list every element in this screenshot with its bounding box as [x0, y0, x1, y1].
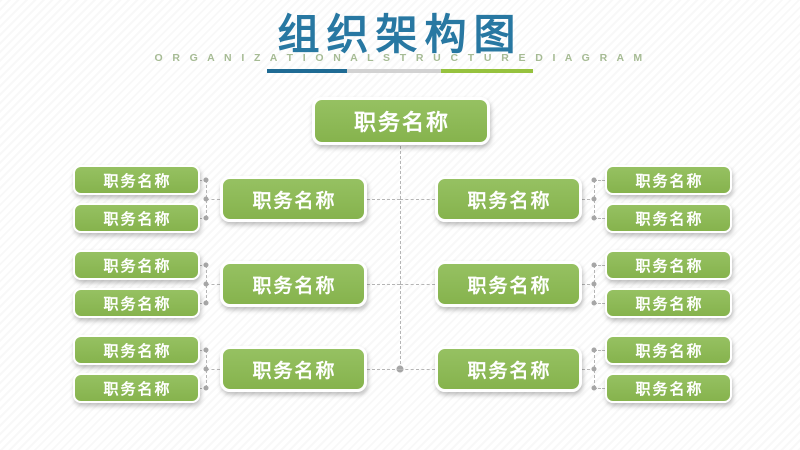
header: 组织架构图 O R G A N I Z A T I O N A L S T R … — [0, 11, 800, 74]
connector-line — [582, 199, 595, 200]
connector-dot — [203, 177, 209, 183]
connector-line — [199, 303, 207, 304]
org-leaf-box: 职务名称 — [605, 335, 732, 365]
page-title: 组织架构图 — [277, 11, 523, 58]
connector-line — [594, 303, 605, 304]
connector-line — [582, 369, 595, 370]
connector-line — [400, 199, 435, 200]
connector-dot — [591, 347, 597, 353]
connector-line — [594, 350, 605, 351]
org-leaf-box: 职务名称 — [605, 373, 732, 403]
org-leaf-box: 职务名称 — [605, 203, 732, 233]
connector-line — [594, 265, 605, 266]
connector-dot — [591, 215, 597, 221]
connector-line — [582, 284, 595, 285]
connector-line — [400, 369, 435, 370]
org-leaf-box: 职务名称 — [605, 250, 732, 280]
connector-dot — [591, 262, 597, 268]
underline-segment-green — [441, 69, 533, 74]
connector-dot — [591, 385, 597, 391]
connector-line — [199, 218, 207, 219]
underline-segment-blue — [267, 69, 347, 74]
connector-dot — [203, 300, 209, 306]
connector-dot — [591, 281, 597, 287]
org-branch-box: 职务名称 — [220, 261, 367, 307]
connector-line — [367, 199, 400, 200]
connector-line — [206, 199, 220, 200]
org-branch-box: 职务名称 — [220, 346, 367, 392]
org-branch-box: 职务名称 — [435, 176, 582, 222]
connector-line — [400, 284, 435, 285]
org-leaf-box: 职务名称 — [73, 373, 200, 403]
org-branch-box: 职务名称 — [435, 346, 582, 392]
org-leaf-box: 职务名称 — [73, 335, 200, 365]
connector-line — [199, 180, 207, 181]
underline-segment-gray — [347, 69, 441, 74]
org-leaf-box: 职务名称 — [73, 203, 200, 233]
page-subtitle: O R G A N I Z A T I O N A L S T R U C T … — [154, 52, 646, 65]
connector-dot — [591, 366, 597, 372]
org-leaf-box: 职务名称 — [605, 288, 732, 318]
connector-line — [206, 284, 220, 285]
org-root-box: 职务名称 — [312, 97, 490, 145]
org-leaf-box: 职务名称 — [73, 250, 200, 280]
connector-line — [199, 265, 207, 266]
org-leaf-box: 职务名称 — [605, 165, 732, 195]
org-leaf-box: 职务名称 — [73, 288, 200, 318]
connector-dot — [591, 177, 597, 183]
connector-dot — [591, 300, 597, 306]
connector-dot — [203, 262, 209, 268]
connector-line — [367, 369, 400, 370]
connector-line — [367, 284, 400, 285]
connector-dot — [203, 196, 209, 202]
connector-dot — [203, 366, 209, 372]
title-underline — [267, 69, 533, 74]
org-branch-box: 职务名称 — [435, 261, 582, 307]
connector-line — [594, 388, 605, 389]
connector-dot — [203, 385, 209, 391]
center-spine-line — [400, 146, 401, 369]
connector-dot — [203, 347, 209, 353]
connector-line — [199, 350, 207, 351]
connector-line — [206, 369, 220, 370]
connector-dot — [203, 215, 209, 221]
org-branch-box: 职务名称 — [220, 176, 367, 222]
connector-line — [594, 180, 605, 181]
connector-dot — [203, 281, 209, 287]
org-leaf-box: 职务名称 — [73, 165, 200, 195]
connector-line — [594, 218, 605, 219]
connector-line — [199, 388, 207, 389]
connector-dot — [591, 196, 597, 202]
